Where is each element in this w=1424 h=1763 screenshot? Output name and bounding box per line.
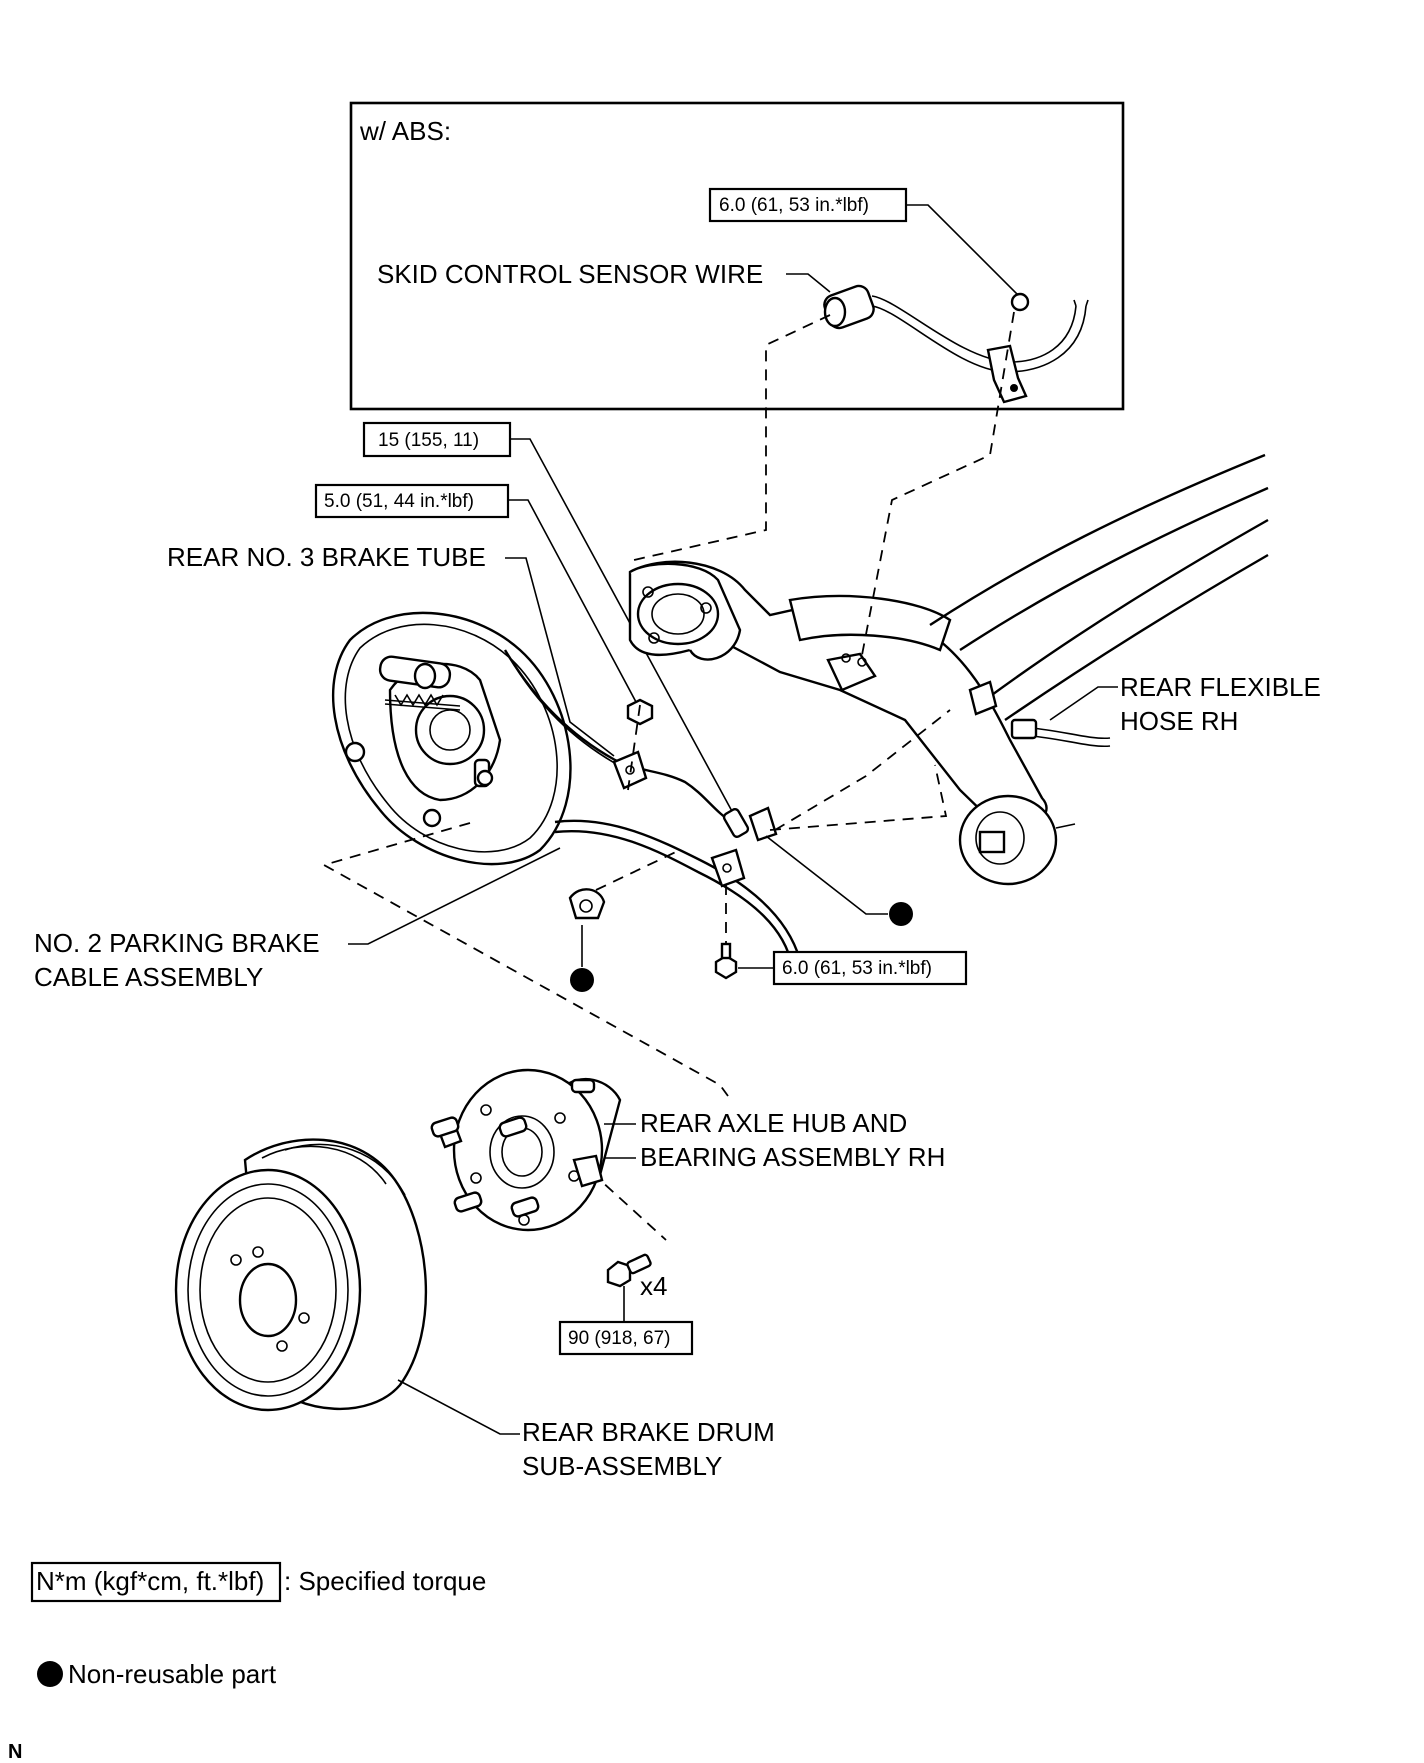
- brake-tube-union: [722, 806, 778, 842]
- rear-axle-hub-label-1: REAR AXLE HUB AND: [640, 1108, 907, 1138]
- rear-brake-drum: [174, 1138, 428, 1412]
- rear-axle-hub-and-bearing: [430, 1068, 622, 1232]
- no2-parking-brake-cable-label-1: NO. 2 PARKING BRAKE: [34, 928, 320, 958]
- abs-inset: w/ ABS: 6.0 (61, 53 in.*lbf) SKID CONTRO…: [349, 101, 1125, 411]
- cable-retainer: [568, 888, 606, 920]
- rear-flexible-hose-label-2: HOSE RH: [1120, 706, 1238, 736]
- no2-parking-brake-cable-label-2: CABLE ASSEMBLY: [34, 962, 263, 992]
- torque-5-leader: [508, 499, 637, 703]
- brake-tube-leader: [505, 557, 615, 757]
- legend: N*m (kgf*cm, ft.*lbf) : Specified torque…: [30, 1561, 486, 1689]
- torque-value-5: 5.0 (51, 44 in.*lbf): [324, 491, 474, 512]
- skid-control-sensor-wire-label: SKID CONTROL SENSOR WIRE: [377, 259, 763, 289]
- torque-box-cable: [772, 950, 968, 986]
- sensor-label-leader: [786, 273, 831, 293]
- flex-hose-leader: [1049, 686, 1118, 721]
- parking-cable-leader: [348, 847, 561, 945]
- corner-mark: N: [8, 1741, 22, 1763]
- rear-axle-hub-label-2: BEARING ASSEMBLY RH: [640, 1142, 945, 1172]
- inset-torque-value: 6.0 (61, 53 in.*lbf): [719, 195, 869, 216]
- drum-leader: [397, 1379, 520, 1435]
- assembly-dashed-lines: [321, 311, 1015, 1241]
- torque-box-5: [314, 483, 510, 519]
- rear-brake-drum-label-1: REAR BRAKE DRUM: [522, 1417, 775, 1447]
- no2-parking-brake-cable: [554, 819, 802, 961]
- rear-flexible-hose: [1010, 718, 1111, 748]
- brake-tube-nut-icon: [626, 698, 654, 726]
- legend-torque-text: : Specified torque: [284, 1566, 486, 1596]
- torque-box-15: [362, 421, 512, 458]
- legend-torque-box: [30, 1561, 282, 1603]
- rear-no3-brake-tube-label: REAR NO. 3 BRAKE TUBE: [167, 542, 486, 572]
- parking-cable-clamp: [710, 848, 746, 888]
- torque-value-cable: 6.0 (61, 53 in.*lbf): [782, 958, 932, 979]
- hub-bolt-quantity: x4: [640, 1271, 667, 1301]
- sensor-bracket: [986, 292, 1030, 404]
- brake-backing-plate-assembly: [332, 611, 572, 866]
- torque-value-15: 15 (155, 11): [378, 430, 479, 451]
- nonreusable-part-icon: [37, 1661, 63, 1687]
- abs-inset-title: w/ ABS:: [359, 116, 451, 146]
- legend-torque-key: N*m (kgf*cm, ft.*lbf): [36, 1566, 264, 1596]
- clip-leader-1: [765, 835, 888, 915]
- nonreusable-clip-icon-2: [570, 968, 594, 992]
- rear-flexible-hose-label-1: REAR FLEXIBLE: [1120, 672, 1321, 702]
- nonreusable-clip-icon-1: [889, 902, 913, 926]
- rear-axle-beam: [628, 453, 1269, 886]
- legend-nonreusable-text: Non-reusable part: [68, 1659, 277, 1689]
- torque-box-hub-bolt: [558, 1320, 694, 1356]
- torque-value-hub-bolt: 90 (918, 67): [568, 1328, 670, 1349]
- inset-nut-icon: [1010, 292, 1030, 312]
- cable-clamp-bolt-icon: [714, 942, 738, 980]
- inset-torque-box: [708, 187, 908, 223]
- hub-bolt-icon: [606, 1253, 652, 1288]
- rear-brake-drum-label-2: SUB-ASSEMBLY: [522, 1451, 722, 1481]
- torque-15-leader: [510, 438, 741, 827]
- inset-torque-leader: [906, 204, 1021, 298]
